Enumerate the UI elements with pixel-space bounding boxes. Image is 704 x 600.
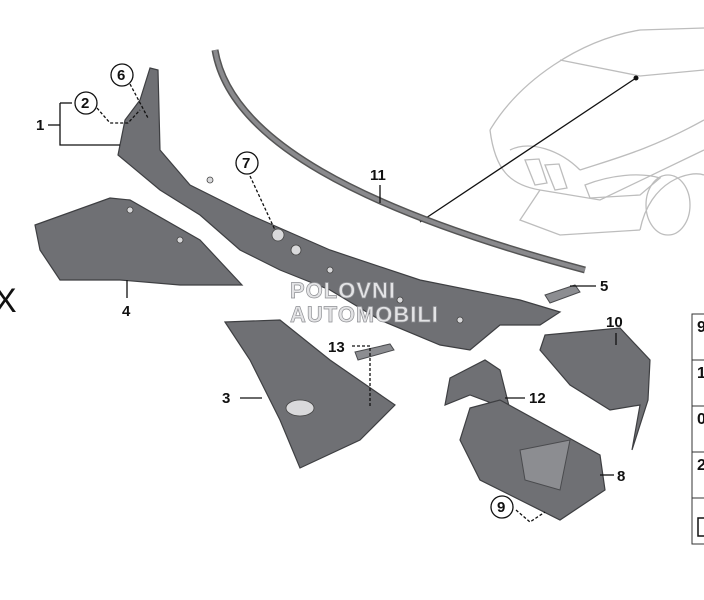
panel-hole — [206, 176, 214, 184]
panel-hole — [271, 228, 285, 242]
callout-2: 2 — [81, 95, 89, 112]
callout-circle — [110, 63, 134, 87]
watermark: POLOVNI AUTOMOBILI — [290, 278, 439, 328]
callout-circle — [74, 91, 98, 115]
panel-hole — [285, 399, 315, 417]
panel-hole — [176, 236, 184, 244]
part-10-filter-housing — [539, 327, 651, 451]
leader-car — [419, 77, 637, 223]
panel-hole — [456, 316, 464, 324]
panel-hole — [126, 206, 134, 214]
panel-hole — [290, 244, 302, 256]
table-cell: 0 — [697, 411, 704, 428]
callout-12: 12 — [529, 390, 546, 407]
table-cell: 2 — [697, 457, 704, 474]
callout-11: 11 — [370, 167, 386, 184]
callout-13: 13 — [328, 339, 345, 356]
callout-5: 5 — [600, 278, 608, 295]
callout-10: 10 — [606, 314, 623, 331]
table-cell: 1 — [697, 365, 704, 382]
side-table: 9 1 0 2 — [691, 313, 704, 545]
callout-circle — [490, 495, 514, 519]
callout-circle — [235, 151, 259, 175]
panel-hole — [396, 296, 404, 304]
side-mark: X — [0, 282, 17, 320]
leader-lines — [48, 83, 617, 523]
callout-3: 3 — [222, 390, 230, 407]
table-cell: 9 — [697, 319, 704, 336]
callout-1: 1 — [36, 117, 44, 134]
callout-9: 9 — [497, 499, 505, 516]
part-1-cowl-panel — [117, 67, 562, 351]
part-4-side-cover — [34, 197, 244, 286]
callout-4: 4 — [122, 303, 131, 320]
part-5-clip — [544, 284, 581, 304]
callout-8: 8 — [617, 468, 625, 485]
part-11-seal-highlight — [213, 49, 586, 272]
watermark-line2: AUTOMOBILI — [290, 302, 439, 327]
callout-6: 6 — [117, 67, 125, 84]
panel-hole — [326, 266, 334, 274]
part-8-opening — [519, 439, 571, 491]
watermark-line1: POLOVNI — [290, 278, 396, 303]
part-13-bracket — [354, 343, 395, 361]
car-outline-illustration — [489, 27, 704, 236]
table-icon — [697, 517, 704, 537]
callout-7: 7 — [242, 155, 250, 172]
part-3-lower-cover — [223, 319, 396, 469]
